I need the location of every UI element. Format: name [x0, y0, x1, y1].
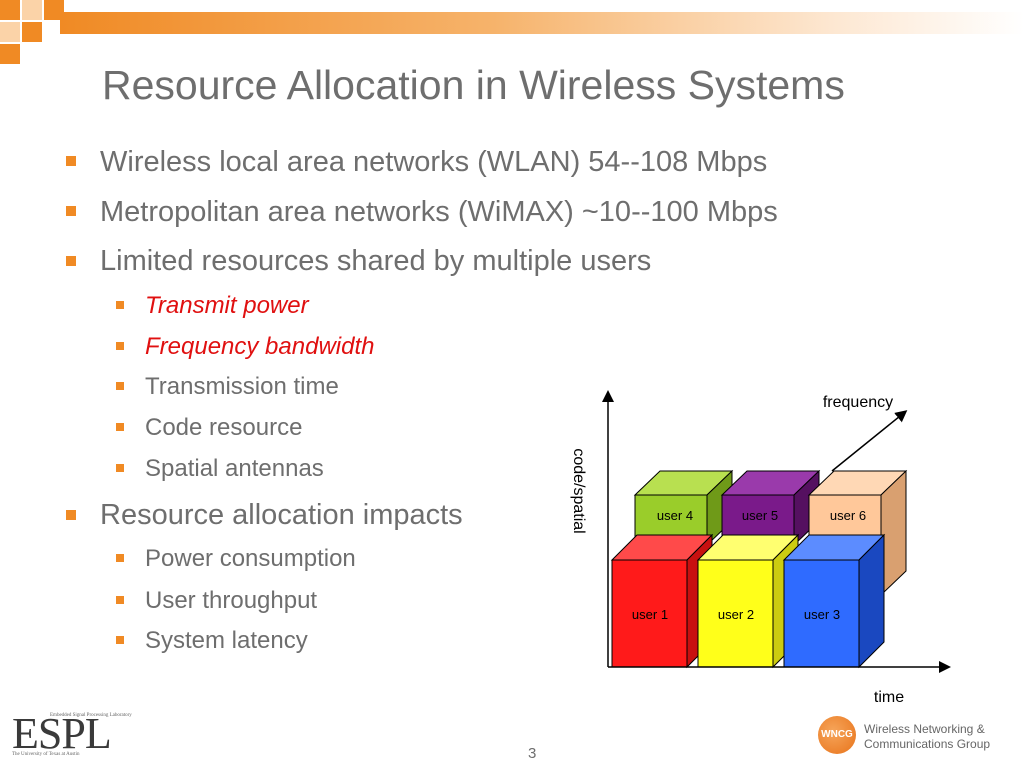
espl-logo-caption: Embedded Signal Processing Laboratory: [50, 713, 132, 718]
sub-bullet-marker: [116, 301, 124, 309]
sub-bullet-item: Transmit power: [145, 292, 309, 319]
corner-square: [0, 44, 20, 64]
wncg-logo-badge: WNCG: [818, 716, 856, 754]
sub-bullet-item: System latency: [145, 627, 308, 654]
user-label-2: user 2: [718, 607, 754, 622]
corner-square: [44, 0, 64, 20]
user-block-1: user 1: [610, 533, 714, 669]
user-label-3: user 3: [804, 607, 840, 622]
axis-label-code-spatial: code/spatial: [570, 448, 587, 533]
user-block-3: user 3: [782, 533, 886, 669]
sub-bullet-marker: [116, 464, 124, 472]
sub-bullet-item: Transmission time: [145, 373, 339, 400]
espl-logo: ESPL: [12, 709, 112, 758]
bullet-item: Metropolitan area networks (WiMAX) ~10--…: [100, 196, 778, 228]
bullet-marker: [66, 510, 76, 520]
sub-bullet-marker: [116, 636, 124, 644]
resource-diagram: user 4 user 5 user 6 user 1 user 2 user …: [570, 390, 951, 706]
bullet-item: Wireless local area networks (WLAN) 54--…: [100, 146, 768, 178]
sub-bullet-marker: [116, 596, 124, 604]
corner-square: [0, 22, 20, 42]
page-number: 3: [528, 745, 537, 762]
axis-label-frequency: frequency: [823, 394, 893, 411]
user-label-6: user 6: [830, 508, 866, 523]
user-label-5: user 5: [742, 508, 778, 523]
slide-title: Resource Allocation in Wireless Systems: [102, 62, 845, 108]
user-block-5: user 5: [720, 469, 821, 547]
bullet-marker: [66, 206, 76, 216]
frequency-axis: [831, 410, 908, 472]
sub-bullet-item: Frequency bandwidth: [145, 333, 375, 360]
corner-square: [0, 0, 20, 20]
header-gradient-bar: [60, 12, 1024, 34]
sub-bullet-item: Spatial antennas: [145, 455, 324, 482]
sub-bullet-marker: [116, 554, 124, 562]
bullet-marker: [66, 256, 76, 266]
sub-bullet-marker: [116, 382, 124, 390]
user-block-2: user 2: [696, 533, 800, 669]
sub-bullet-item: User throughput: [145, 587, 318, 614]
user-block-4: user 4: [633, 469, 734, 547]
sub-bullet-item: Code resource: [145, 414, 303, 441]
wncg-logo-text: Wireless Networking & Communications Gro…: [864, 722, 990, 752]
espl-logo-subcaption: The University of Texas at Austin: [12, 752, 80, 757]
wncg-line-1: Wireless Networking &: [864, 722, 985, 736]
user-label-1: user 1: [632, 607, 668, 622]
corner-square: [22, 22, 42, 42]
sub-bullet-marker: [116, 342, 124, 350]
bullet-marker: [66, 156, 76, 166]
wncg-line-2: Communications Group: [864, 737, 991, 751]
corner-square: [22, 0, 42, 20]
user-label-4: user 4: [657, 508, 693, 523]
sub-bullet-marker: [116, 423, 124, 431]
bullet-item: Limited resources shared by multiple use…: [100, 245, 652, 277]
axis-label-time: time: [874, 689, 904, 706]
sub-bullet-item: Power consumption: [145, 545, 356, 572]
bullet-item: Resource allocation impacts: [100, 499, 463, 531]
